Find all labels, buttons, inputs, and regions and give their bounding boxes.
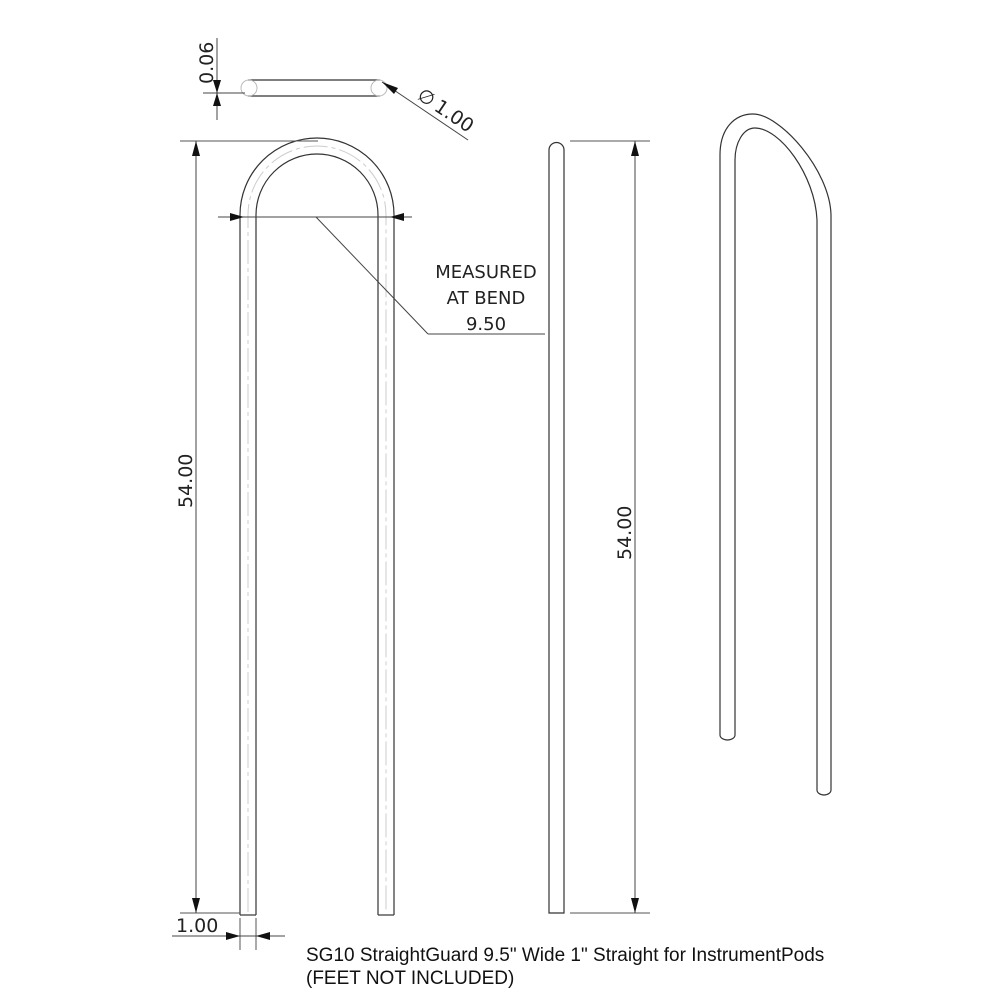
top-view — [240, 79, 388, 97]
front-height-label: 54.00 — [175, 454, 197, 508]
side-height-label: 54.00 — [614, 506, 636, 560]
thickness-label: 0.06 — [196, 42, 218, 84]
side-view — [548, 141, 565, 914]
bend-note-line2: AT BEND — [447, 288, 526, 309]
side-height-dimension: 54.00 — [570, 140, 650, 914]
bend-note: MEASURED AT BEND 9.50 — [435, 262, 537, 335]
front-height-dimension: 54.00 — [175, 140, 318, 914]
bend-width-dimension — [218, 213, 545, 335]
svg-text:∅1.00: ∅1.00 — [413, 84, 477, 137]
drawing-caption: SG10 StraightGuard 9.5" Wide 1" Straight… — [306, 944, 824, 990]
leg-width-dimension: 1.00 — [172, 915, 285, 950]
diameter-dimension: ∅1.00 — [381, 81, 478, 141]
thickness-dimension: 0.06 — [196, 38, 245, 120]
bend-note-value: 9.50 — [466, 314, 506, 335]
caption-title: SG10 StraightGuard 9.5" Wide 1" Straight… — [306, 945, 825, 966]
leg-width-label: 1.00 — [176, 915, 218, 937]
front-view — [239, 137, 395, 916]
bend-note-line1: MEASURED — [435, 262, 537, 283]
isometric-view — [719, 113, 832, 796]
caption-note: (FEET NOT INCLUDED) — [306, 968, 515, 989]
